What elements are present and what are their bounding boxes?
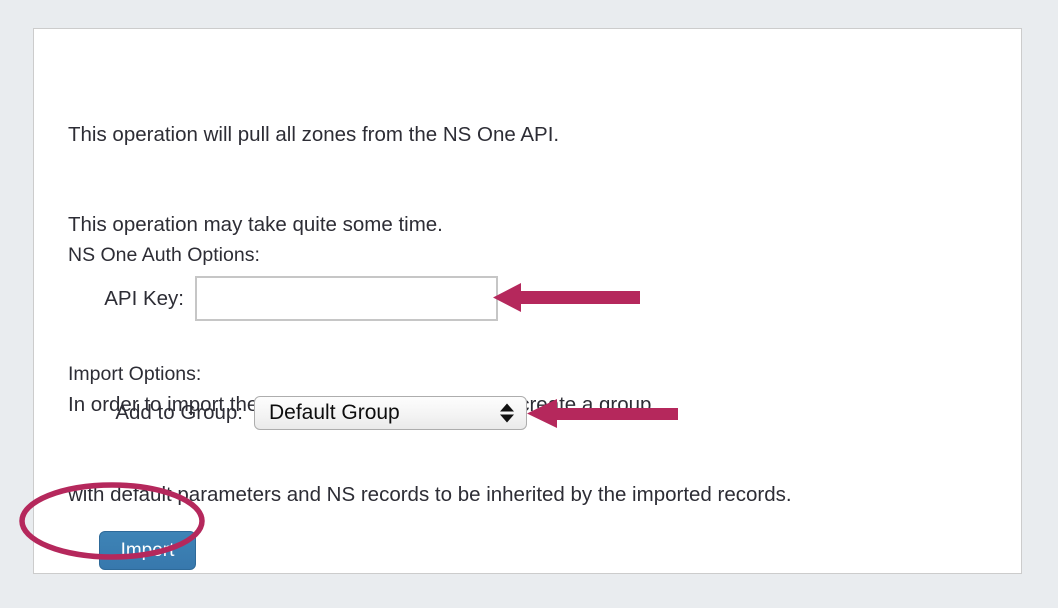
import-button[interactable]: Import (99, 531, 196, 570)
import-panel: This operation will pull all zones from … (33, 28, 1022, 574)
intro-line-2: This operation may take quite some time. (68, 213, 443, 236)
add-to-group-select-wrapper: Default Group (254, 396, 527, 430)
api-key-row: API Key: (68, 276, 498, 321)
intro-line-1: This operation will pull all zones from … (68, 123, 560, 146)
add-to-group-label: Add to Group: (115, 401, 243, 424)
api-key-label: API Key: (104, 286, 184, 310)
auth-options-heading: NS One Auth Options: (68, 244, 260, 266)
import-options-heading: Import Options: (68, 363, 202, 385)
intro-line-4: with default parameters and NS records t… (68, 483, 792, 506)
add-to-group-row: Add to Group: Default Group (68, 396, 527, 430)
add-to-group-select[interactable]: Default Group (254, 396, 527, 430)
api-key-input[interactable] (195, 276, 498, 321)
